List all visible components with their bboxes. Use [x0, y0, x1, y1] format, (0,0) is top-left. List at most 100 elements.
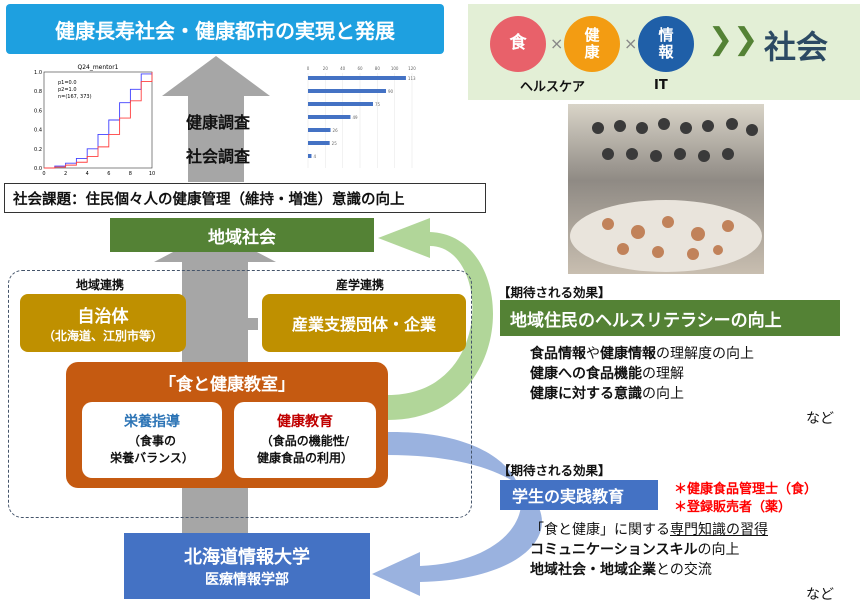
top-up-arrow	[162, 56, 270, 182]
survey-labels: 健康調査 社会調査	[186, 106, 250, 174]
group-photo	[568, 104, 764, 274]
ecdf-x-tick: 8	[129, 171, 132, 177]
bar-6	[308, 141, 330, 145]
food-circle: 食	[490, 16, 546, 72]
ecdf-title: Q24_mentor1	[77, 64, 118, 71]
education-title: 健康教育	[277, 414, 333, 431]
nutrition-card: 栄養指導 （食事の 栄養バランス）	[82, 402, 222, 478]
ecdf-x-tick: 0	[42, 171, 45, 177]
health-survey-label: 健康調査	[186, 113, 251, 132]
qualification-note-2: ＊登録販売者（薬）	[674, 500, 792, 515]
effect2-line2: コミュニケーションスキルの向上	[530, 542, 740, 558]
left-connector-arrow	[192, 310, 222, 338]
times-sign-1: ×	[550, 34, 564, 53]
bar-value-label: 90	[388, 89, 394, 94]
nutrition-sub2: 栄養バランス）	[110, 451, 194, 466]
bar-x-tick: 80	[375, 66, 381, 71]
effect2-line3: 地域社会・地域企業との交流	[530, 562, 712, 578]
info-circle: 情報	[638, 16, 694, 72]
health-literacy-bar: 地域住民のヘルスリテラシーの向上	[500, 300, 840, 336]
bar-value-label: 4	[313, 154, 316, 159]
bar-value-label: 75	[375, 102, 381, 107]
industry-box: 産業支援団体・企業	[262, 294, 466, 352]
regional-partnership-label: 地域連携	[76, 278, 125, 292]
effect2-label: 【期待される効果】	[498, 463, 611, 478]
ecdf-x-tick: 4	[86, 171, 89, 177]
qualification-note-1: ＊健康食品管理士（食）	[674, 482, 818, 497]
nutrition-sub1: （食事の	[127, 433, 176, 448]
ecdf-y-tick: 0.4	[34, 128, 42, 134]
bar-x-tick: 60	[357, 66, 363, 71]
ecdf-y-tick: 0.0	[34, 166, 42, 172]
government-box: 自治体 （北海道、江別市等）	[20, 294, 186, 352]
region-society-bar: 地域社会	[110, 218, 374, 252]
bar-7	[308, 154, 312, 158]
ecdf-chart: Q24_mentor1 p1=0.0 p2=1.0 n=(167, 373) 0…	[34, 64, 155, 177]
industry-partnership-label: 産学連携	[336, 278, 385, 292]
effect1-etc: など	[806, 411, 834, 427]
bar-x-tick: 0	[307, 66, 310, 71]
education-sub2: 健康食品の利用）	[256, 451, 353, 466]
partnership-frame	[8, 270, 472, 518]
university-name: 北海道情報大学	[184, 547, 310, 568]
bar-x-tick: 40	[340, 66, 346, 71]
ecdf-series-group	[44, 72, 153, 169]
effect1-line3: 健康に対する意識の向上	[530, 386, 684, 402]
bar-x-tick: 20	[323, 66, 329, 71]
bar-4	[308, 115, 351, 119]
bar-2	[308, 89, 386, 93]
education-sub1: （食品の機能性/	[260, 433, 350, 448]
government-title: 自治体	[77, 307, 129, 327]
bar-1	[308, 76, 406, 80]
ecdf-legend-3: n=(167, 373)	[58, 94, 92, 100]
bar-value-label: 113	[408, 76, 416, 81]
nutrition-title: 栄養指導	[124, 414, 180, 431]
bar-value-label: 25	[332, 141, 338, 146]
ecdf-legend-2: p2=1.0	[58, 87, 77, 93]
bar-5	[308, 128, 331, 132]
green-curve-arrow	[378, 218, 493, 420]
effect2-list: 「食と健康」に関する専門知識の習得 コミュニケーションスキルの向上 地域社会・地…	[530, 520, 768, 580]
class-title: 「食と健康教室」	[159, 375, 295, 395]
effect1-line2: 健康への食品機能の理解	[530, 366, 684, 382]
bar-value-label: 49	[352, 115, 358, 120]
concept-panel: 食 × 健康 × 情報 ❯❯ 社会 ヘルスケア IT	[468, 4, 860, 100]
bar-x-tick: 120	[408, 66, 416, 71]
effect1-line1: 食品情報や健康情報の理解度の向上	[530, 346, 754, 362]
healthcare-label: ヘルスケア	[520, 80, 586, 95]
bar-value-label: 26	[333, 128, 339, 133]
education-card: 健康教育 （食品の機能性/ 健康食品の利用）	[234, 402, 376, 478]
blue-curve-arrow	[372, 431, 542, 596]
health-circle: 健康	[564, 16, 620, 72]
ecdf-y-tick: 0.8	[34, 89, 42, 95]
social-issue-bar: 社会課題：住民個々人の健康管理（維持・増進）意識の向上	[4, 183, 486, 213]
health-circle-label: 健康	[584, 25, 600, 61]
ecdf-y-tick: 0.6	[34, 108, 42, 114]
university-bar: 北海道情報大学 医療情報学部	[124, 533, 370, 599]
ecdf-legend-1: p1=0.0	[58, 80, 77, 86]
right-connector-arrow	[228, 310, 258, 338]
bar-3	[308, 102, 373, 106]
student-practice-bar: 学生の実践教育	[500, 480, 658, 510]
ecdf-x-tick: 2	[64, 171, 67, 177]
page-title: 健康長寿社会・健康都市の実現と発展	[6, 4, 444, 54]
ecdf-y-tick: 1.0	[34, 70, 42, 76]
society-label: 社会	[764, 28, 829, 66]
effect2-line1: 「食と健康」に関する専門知識の習得	[530, 522, 768, 538]
social-survey-label: 社会調査	[186, 147, 251, 166]
it-label: IT	[654, 78, 668, 93]
food-health-class-box: 「食と健康教室」 栄養指導 （食事の 栄養バランス） 健康教育 （食品の機能性/…	[66, 362, 388, 488]
government-sub: （北海道、江別市等）	[42, 329, 163, 343]
effect1-label: 【期待される効果】	[498, 285, 611, 300]
times-sign-2: ×	[624, 34, 638, 53]
ecdf-x-tick: 10	[149, 171, 155, 177]
info-circle-label: 情報	[658, 25, 674, 61]
double-chevron-icon: ❯❯	[708, 22, 759, 57]
ecdf-y-tick: 0.2	[34, 147, 42, 153]
effect1-list: 食品情報や健康情報の理解度の向上 健康への食品機能の理解 健康に対する意識の向上	[530, 344, 754, 404]
effect2-etc: など	[806, 587, 834, 603]
ecdf-x-tick: 6	[107, 171, 110, 177]
ecdf-line-2	[44, 72, 153, 169]
university-dept: 医療情報学部	[205, 572, 289, 588]
